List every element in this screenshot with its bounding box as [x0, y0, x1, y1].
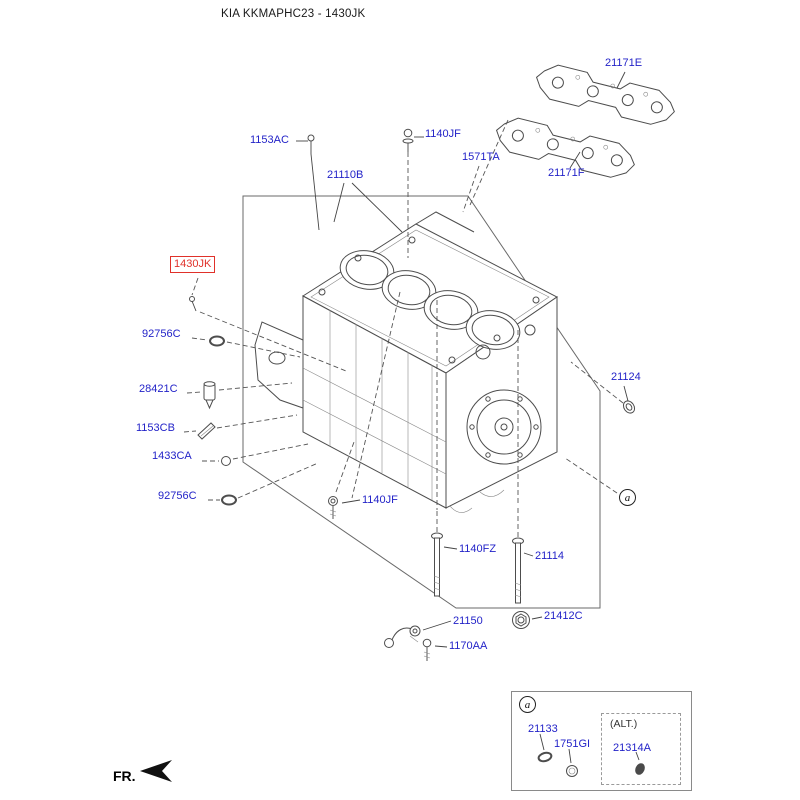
part-label-1170AA[interactable]: 1170AA	[449, 640, 488, 652]
legend-label-1751GI[interactable]: 1751GI	[554, 738, 591, 750]
part-label-1430JK-highlighted[interactable]: 1430JK	[170, 256, 216, 273]
legend-alt-box: (ALT.) 21314A	[601, 713, 681, 785]
leader-lines	[183, 71, 640, 764]
engine-block-drawing	[254, 211, 558, 513]
ring-1751GI-drawing	[566, 765, 578, 777]
part-label-92756C-upper[interactable]: 92756C	[142, 328, 181, 340]
legend-label-21314A[interactable]: 21314A	[613, 742, 651, 754]
plug-28421C-drawing	[203, 381, 216, 410]
callout-a-marker[interactable]: a	[619, 489, 636, 506]
gasket-21171E-drawing	[535, 64, 675, 125]
part-label-28421C[interactable]: 28421C	[139, 383, 178, 395]
page-title: KIA KKMAPHC23 - 1430JK	[221, 8, 366, 20]
bolt-1430JK-drawing	[189, 296, 197, 312]
fr-label: FR.	[113, 768, 136, 784]
part-label-1153CB[interactable]: 1153CB	[136, 422, 175, 434]
legend-label-21133[interactable]: 21133	[528, 723, 558, 735]
legend-a-marker: a	[519, 696, 536, 713]
bolt-1140JF-top-drawing	[402, 128, 414, 152]
part-label-21171E[interactable]: 21171E	[605, 57, 643, 69]
bolt-21114-drawing	[512, 537, 524, 604]
bolt-1140JF-bottom-drawing	[328, 496, 338, 519]
part-label-92756C-lower[interactable]: 92756C	[158, 490, 197, 502]
part-label-21171F[interactable]: 21171F	[548, 167, 585, 179]
plug-21124-drawing	[622, 400, 636, 414]
plug-21314A-drawing	[635, 763, 645, 775]
oil-jet-21150-drawing	[384, 625, 421, 648]
part-label-21412C[interactable]: 21412C	[544, 610, 583, 622]
ring-21133-drawing	[537, 751, 553, 763]
ring-92756C-lower-drawing	[221, 494, 237, 506]
ball-1433CA-drawing	[221, 456, 231, 466]
part-label-1571TA[interactable]: 1571TA	[462, 151, 500, 163]
part-label-21114[interactable]: 21114	[535, 550, 564, 562]
diagram-boundary	[242, 195, 601, 609]
timing-cover-boss	[466, 389, 542, 465]
stud-1153AC-drawing	[307, 134, 315, 154]
part-label-21110B[interactable]: 21110B	[327, 169, 364, 181]
cylinder-bores	[339, 250, 521, 350]
pin-1153CB-drawing	[197, 422, 216, 440]
part-label-1153AC[interactable]: 1153AC	[250, 134, 289, 146]
legend-alt-label: (ALT.)	[610, 718, 638, 730]
part-label-21124[interactable]: 21124	[611, 371, 641, 383]
plug-21412C-drawing	[512, 611, 530, 629]
part-label-21150[interactable]: 21150	[453, 615, 483, 627]
legend-box: a 21133 1751GI (ALT.) 21314A	[511, 691, 692, 791]
part-label-1140JF-top[interactable]: 1140JF	[425, 128, 461, 140]
part-label-1140FZ[interactable]: 1140FZ	[459, 543, 497, 555]
part-label-1140JF-bottom[interactable]: 1140JF	[362, 494, 398, 506]
gasket-21171F-drawing	[495, 117, 635, 178]
fr-direction-arrow	[140, 760, 172, 782]
part-label-1433CA[interactable]: 1433CA	[152, 450, 192, 462]
legend-part-drawings	[537, 751, 645, 777]
small-parts	[189, 128, 636, 661]
ring-92756C-upper-drawing	[209, 335, 225, 347]
bolt-1140FZ-drawing	[431, 532, 443, 597]
bolt-1170AA-drawing	[422, 638, 432, 661]
